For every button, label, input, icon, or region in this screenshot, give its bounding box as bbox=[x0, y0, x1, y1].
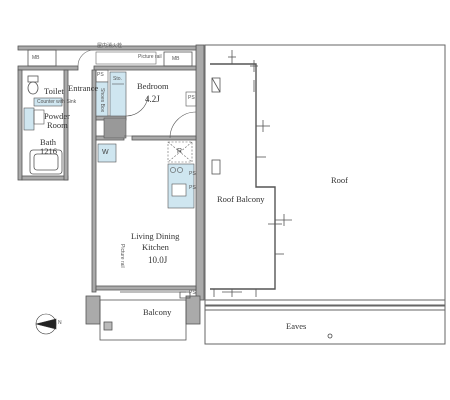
entrance-storage bbox=[95, 69, 149, 139]
eaves-label: Eaves bbox=[286, 321, 307, 331]
powder-label-1: Powder bbox=[44, 111, 70, 121]
living-area: 10.0J bbox=[148, 255, 168, 265]
roof-area bbox=[204, 44, 446, 306]
ps-entry-label: PS bbox=[97, 72, 104, 78]
hall-door bbox=[77, 49, 157, 67]
ps-balcony-label: PS bbox=[189, 290, 196, 296]
ps-kitchen1-label: PS bbox=[189, 171, 196, 177]
bedroom-door bbox=[124, 91, 197, 139]
washer-label: W bbox=[102, 149, 109, 156]
powder-label-2: Room bbox=[47, 120, 68, 130]
roof-balcony-label: Roof Balcony bbox=[217, 194, 265, 204]
shoes-box-label: Shoes Box bbox=[99, 88, 105, 113]
powder-sink bbox=[23, 97, 63, 131]
hall-label: 屋内消火栓 bbox=[97, 43, 123, 49]
washer-box bbox=[97, 143, 117, 163]
storage-label: Sto. bbox=[113, 76, 122, 82]
refrigerator-label: R bbox=[177, 148, 183, 155]
main-wall bbox=[195, 44, 205, 301]
north-arrow bbox=[35, 313, 57, 335]
toilet-fixture bbox=[27, 75, 39, 95]
living-label-1: Living Dining bbox=[131, 231, 180, 241]
mb-boxes bbox=[27, 49, 193, 67]
drain-mark bbox=[327, 333, 333, 339]
roof-balcony-marks bbox=[211, 50, 292, 297]
picture-rail-living-label: Picture rail bbox=[119, 244, 125, 268]
ps-kitchen2-label: PS bbox=[189, 185, 196, 191]
kitchen-counter bbox=[167, 163, 195, 209]
refrigerator-space bbox=[167, 141, 193, 163]
mb-right-label: MB bbox=[172, 56, 180, 62]
bath-area: 1216 bbox=[40, 146, 57, 156]
picture-rail-top-label: Picture rail bbox=[138, 54, 162, 60]
entrance-label: Entrance bbox=[68, 83, 99, 93]
bedroom-area: 4.2J bbox=[145, 94, 160, 104]
ps-bed-label: PS bbox=[188, 95, 195, 101]
counter-label: Counter with Sink bbox=[37, 99, 77, 105]
living-label-2: Kitchen bbox=[142, 242, 169, 252]
balcony-label: Balcony bbox=[143, 307, 172, 317]
balcony bbox=[99, 291, 191, 341]
mb-left-label: MB bbox=[32, 55, 40, 61]
toilet-label: Toilet bbox=[44, 86, 64, 96]
bedroom-label: Bedroom bbox=[137, 81, 169, 91]
bath-tub bbox=[29, 149, 63, 175]
roof-balcony-outline bbox=[210, 63, 276, 290]
bath-label: Bath bbox=[40, 137, 57, 147]
compass-label: N bbox=[58, 320, 62, 326]
roof-label: Roof bbox=[331, 175, 348, 185]
eaves-band bbox=[204, 305, 446, 345]
